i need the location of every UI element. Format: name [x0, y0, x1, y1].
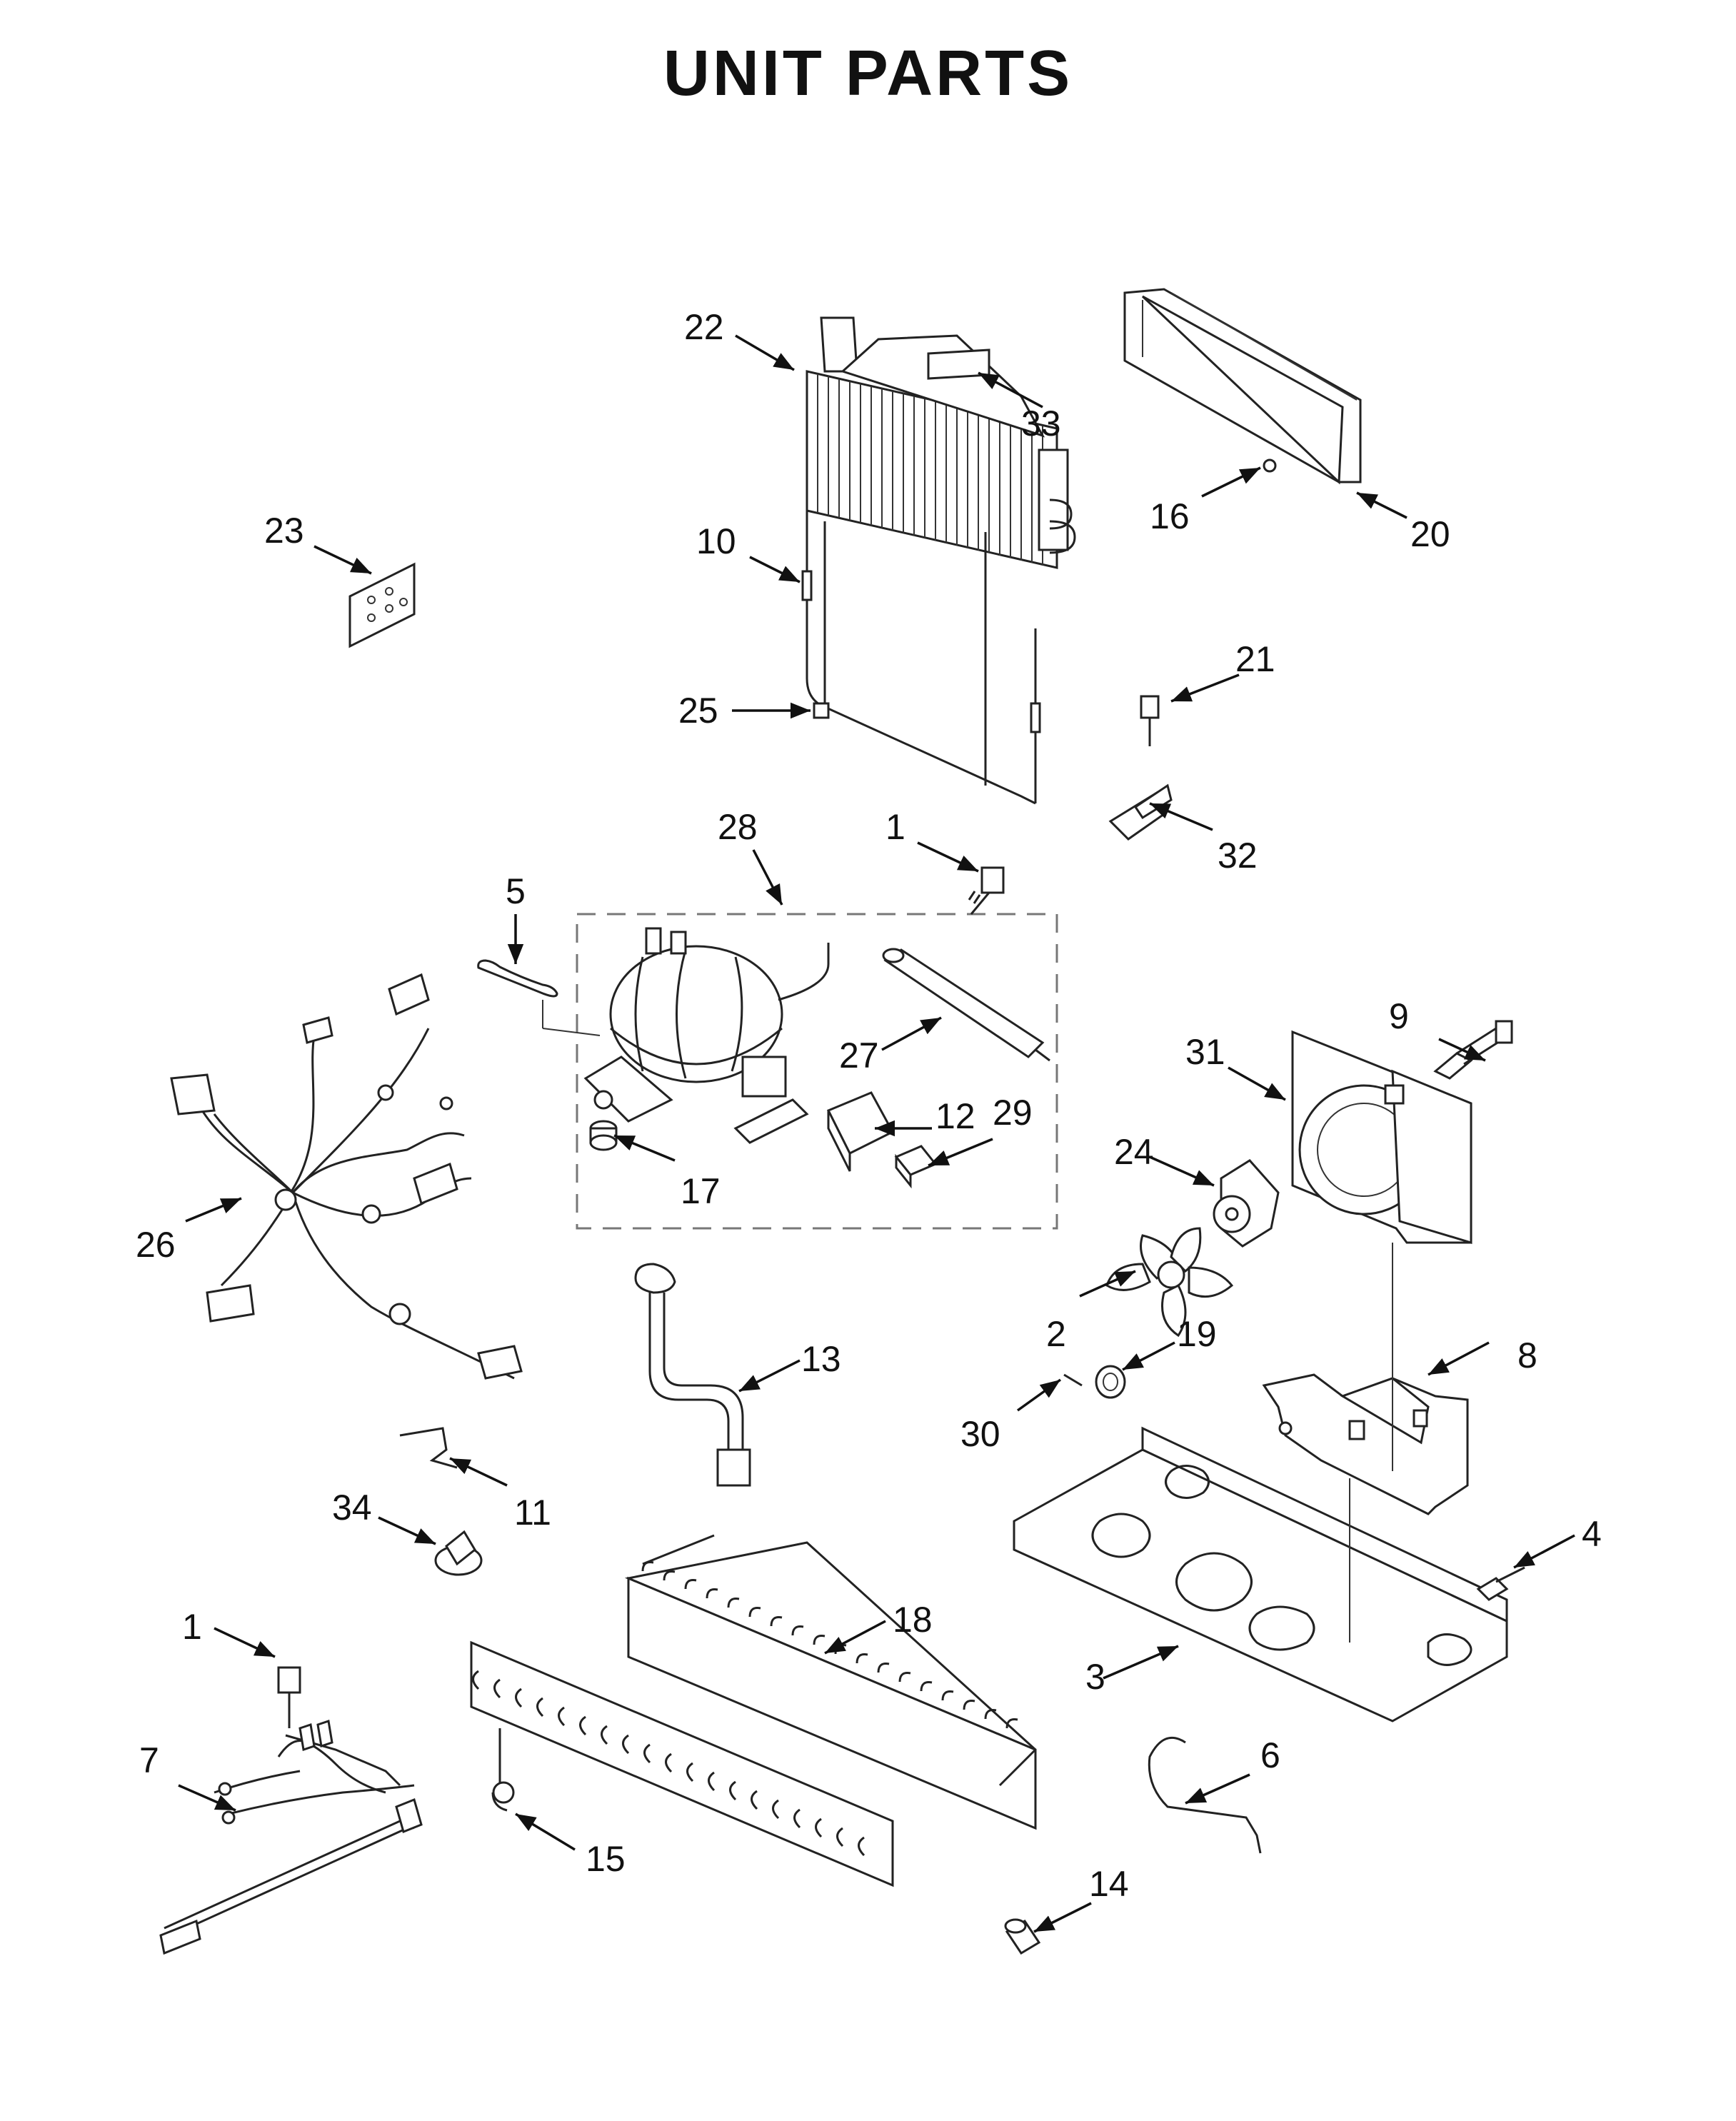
- callout-15: 15: [586, 1839, 626, 1879]
- drain-tube-part: [1148, 1736, 1262, 1854]
- callout-28: 28: [718, 807, 758, 847]
- compressor-screw-part: [968, 866, 1005, 915]
- compressor-part: [583, 927, 830, 1144]
- heater-harness-part: [159, 1666, 423, 1955]
- callout-13: 13: [801, 1339, 841, 1379]
- condenser-part: [806, 316, 1076, 569]
- bracket-part: [1108, 695, 1173, 841]
- wire-harness-part: [170, 973, 523, 1380]
- callout-1-top: 1: [885, 807, 905, 847]
- callout-12: 12: [935, 1096, 975, 1136]
- callout-29: 29: [993, 1093, 1033, 1133]
- callout-22: 22: [684, 307, 724, 347]
- callout-11: 11: [514, 1493, 551, 1533]
- discharge-tube-part: [634, 1263, 751, 1487]
- callout-labels: 22 33 16 20 23 10 21 25 32 28 1 5 9 31 2…: [136, 307, 1602, 1904]
- overload-part: [894, 1145, 938, 1189]
- fan-grommet-part: [1095, 1365, 1126, 1399]
- callout-33: 33: [1021, 403, 1061, 443]
- callout-26: 26: [136, 1225, 176, 1265]
- callout-31: 31: [1185, 1032, 1225, 1072]
- callout-17: 17: [681, 1171, 721, 1211]
- callout-34: 34: [332, 1488, 372, 1528]
- start-relay-part: [826, 1091, 895, 1172]
- evaporator-part: [470, 1534, 1037, 1887]
- callout-18: 18: [893, 1600, 933, 1640]
- callout-20: 20: [1410, 514, 1450, 554]
- callout-23: 23: [264, 511, 304, 551]
- callout-19: 19: [1177, 1314, 1217, 1354]
- condenser-shroud-part: [1123, 288, 1362, 485]
- callout-3: 3: [1085, 1657, 1105, 1697]
- fan-bracket-part: [1262, 1243, 1469, 1515]
- callout-6: 6: [1260, 1735, 1280, 1775]
- callout-4: 4: [1582, 1514, 1602, 1554]
- fan-motor-part: [1213, 1159, 1280, 1248]
- control-board-part: [348, 562, 416, 648]
- shroud-screw-part: [1263, 458, 1277, 473]
- callout-5: 5: [506, 871, 526, 911]
- callout-21: 21: [1235, 639, 1275, 679]
- clip-part: [399, 1427, 458, 1469]
- fan-shroud-part: [1291, 1030, 1472, 1245]
- grommet-part: [589, 1120, 618, 1151]
- callout-8: 8: [1517, 1335, 1537, 1375]
- filter-drier-part: [882, 948, 1050, 1062]
- evaporator-clip-part: [491, 1728, 515, 1812]
- callout-24: 24: [1114, 1132, 1154, 1172]
- callout-1-bottom: 1: [182, 1607, 202, 1647]
- callout-16: 16: [1150, 496, 1190, 536]
- callout-14: 14: [1089, 1864, 1129, 1904]
- strap-part: [477, 959, 601, 1036]
- callout-7: 7: [139, 1740, 159, 1780]
- fan-blade-part: [1105, 1227, 1234, 1338]
- callout-27: 27: [839, 1036, 879, 1075]
- defrost-thermostat-part: [434, 1530, 483, 1576]
- shroud-mount-screw-part: [1433, 1020, 1513, 1080]
- callout-9: 9: [1389, 996, 1409, 1036]
- base-pan-part: [1013, 1426, 1508, 1723]
- fan-pin-part: [1063, 1373, 1083, 1387]
- callout-25: 25: [678, 691, 718, 731]
- page-title: UNIT PARTS: [663, 38, 1073, 109]
- compressor-group-box: [576, 913, 1058, 1230]
- tube-plug-part: [1004, 1918, 1041, 1955]
- callout-32: 32: [1218, 836, 1258, 876]
- callout-30: 30: [960, 1414, 1000, 1454]
- base-screw-part: [1476, 1566, 1525, 1601]
- callout-2: 2: [1046, 1314, 1066, 1354]
- condenser-tubing-part: [801, 500, 1041, 805]
- leader-arrows: [178, 334, 1575, 1933]
- callout-10: 10: [696, 521, 736, 561]
